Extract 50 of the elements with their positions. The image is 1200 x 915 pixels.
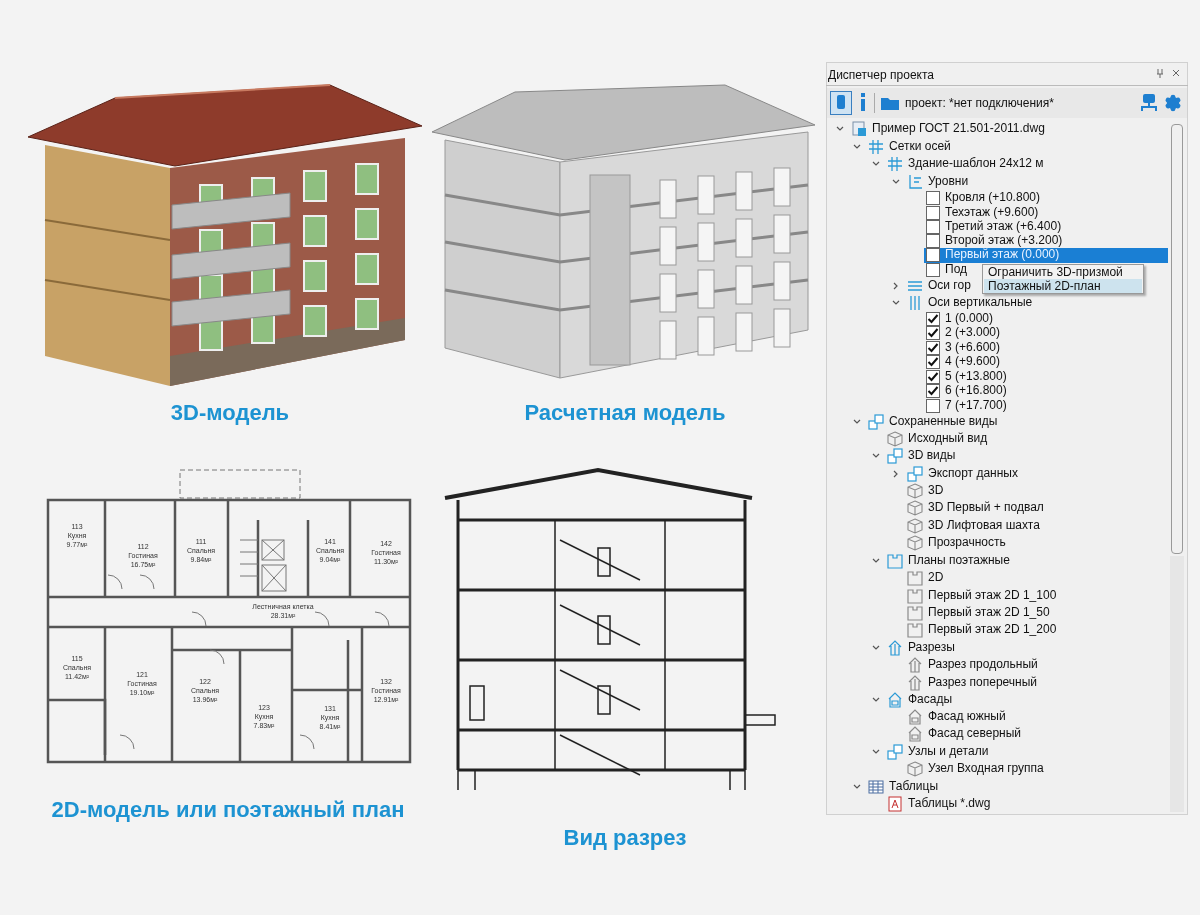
tree-item: Прозрачность xyxy=(928,535,1006,550)
tree-item: 3 (+6.600) xyxy=(945,340,1001,355)
tree-item: 3D xyxy=(928,483,944,498)
caption: Расчетная модель xyxy=(523,399,727,427)
tree-item: Разрез поперечный xyxy=(928,675,1038,690)
tree-item: 4 (+9.600) xyxy=(945,354,1001,369)
tree-item: Исходный вид xyxy=(908,431,988,446)
project-status: проект: *нет подключения* xyxy=(905,96,1054,110)
tree-item: Экспорт данных xyxy=(928,466,1018,481)
tree-item: Разрезы xyxy=(908,640,955,655)
panel-title: Диспетчер проекта xyxy=(828,67,934,83)
tree-item: 1 (0.000) xyxy=(945,311,994,326)
tree-item: Фасад южный xyxy=(928,709,1006,724)
tree-item: Третий этаж (+6.400) xyxy=(945,219,1062,234)
tree-item: Фасады xyxy=(908,692,953,707)
tree-item: Второй этаж (+3.200) xyxy=(945,233,1063,248)
tree-item: Первый этаж (0.000) xyxy=(945,247,1060,262)
tree-item: Таблицы *.dwg xyxy=(908,796,991,811)
menu-item: Поэтажный 2D-план xyxy=(984,279,1142,293)
tree-item: Первый этаж 2D 1_50 xyxy=(928,605,1050,620)
tree-item: 2D xyxy=(928,570,944,585)
tree-item: Первый этаж 2D 1_100 xyxy=(928,588,1057,603)
tree-item: Таблицы xyxy=(889,779,938,794)
tree-item: Фасад северный xyxy=(928,726,1022,741)
caption: Вид разрез xyxy=(562,824,688,852)
tree-item: Оси гор xyxy=(928,278,971,293)
menu-item: Ограничить 3D-призмой xyxy=(987,265,1124,279)
tree-item: 3D Лифтовая шахта xyxy=(928,518,1040,533)
tree-item: 6 (+16.800) xyxy=(945,383,1007,398)
tree-item: Планы поэтажные xyxy=(908,553,1010,568)
tree-item: Узел Входная группа xyxy=(928,761,1044,776)
tree-item: 5 (+13.800) xyxy=(945,369,1007,384)
tree-item: 3D Первый + подвал xyxy=(928,500,1044,515)
tree-item: Узлы и детали xyxy=(908,744,989,759)
tree-item: 2 (+3.000) xyxy=(945,325,1001,340)
tree-item: Пример ГОСТ 21.501-2011.dwg xyxy=(872,121,1045,136)
caption: 3D-модель xyxy=(169,399,291,427)
tree-item: 7 (+17.700) xyxy=(945,398,1007,413)
tree-item: Кровля (+10.800) xyxy=(945,190,1040,205)
tree-item: Под xyxy=(945,262,968,277)
tree-item: Уровни xyxy=(928,174,969,189)
caption: 2D-модель или поэтажный план xyxy=(50,796,406,824)
tree-item: Здание-шаблон 24x12 м xyxy=(908,156,1044,171)
tree-item: Сетки осей xyxy=(889,139,951,154)
tree-item: Первый этаж 2D 1_200 xyxy=(928,622,1057,637)
tree-item: 3D виды xyxy=(908,448,956,463)
tree-item: Оси вертикальные xyxy=(928,295,1033,310)
tree-item: Сохраненные виды xyxy=(889,414,998,429)
tree-item: Разрез продольный xyxy=(928,657,1038,672)
tree-item: Техэтаж (+9.600) xyxy=(945,205,1039,220)
